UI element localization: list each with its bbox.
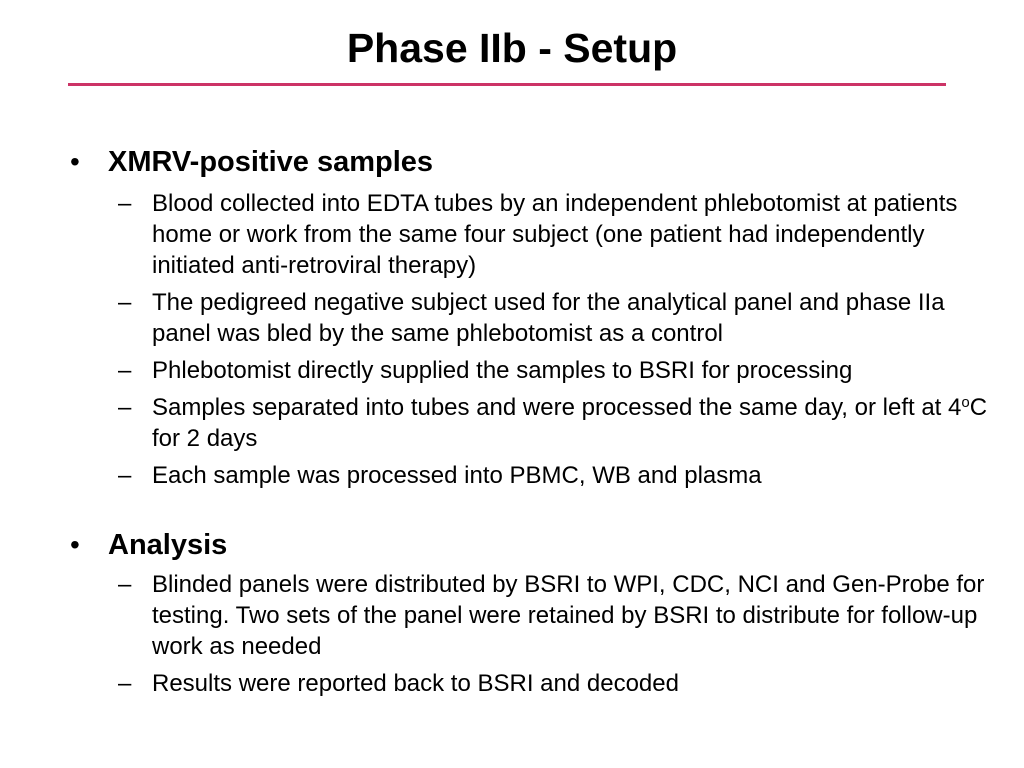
section-heading: XMRV-positive samples [108,146,434,178]
list-item-text-after: C for 2 days [152,394,988,452]
bullet-row: • Analysis [0,525,1024,565]
list-item-text: Blinded panels were distributed by BSRI … [152,571,985,660]
dash-icon: – [118,670,132,697]
list-item-text: Each sample was processed into PBMC, WB … [152,462,762,489]
section-xmrv-samples: • XMRV-positive samples – Blood collecte… [0,142,1024,497]
section-analysis: • Analysis – Blinded panels were distrib… [0,525,1024,705]
list-item: – The pedigreed negative subject used fo… [0,287,1024,349]
dash-icon: – [118,289,132,316]
list-item: – Phlebotomist directly supplied the sam… [0,355,1024,386]
sub-list: – Blood collected into EDTA tubes by an … [0,188,1024,491]
dash-icon: – [118,571,132,598]
list-item: – Each sample was processed into PBMC, W… [0,460,1024,491]
list-item-text: Phlebotomist directly supplied the sampl… [152,357,853,384]
list-item: – Blood collected into EDTA tubes by an … [0,188,1024,281]
slide-title: Phase IIb - Setup [346,25,678,71]
list-item-text: The pedigreed negative subject used for … [152,289,945,347]
sub-list: – Blinded panels were distributed by BSR… [0,569,1024,699]
dash-icon: – [118,462,132,489]
bullet-icon: • [70,529,80,560]
degree-superscript: o [961,394,970,411]
section-heading: Analysis [108,529,228,561]
bullet-icon: • [70,146,80,177]
dash-icon: – [118,357,132,384]
list-item-text: Blood collected into EDTA tubes by an in… [152,190,958,279]
title-divider [68,83,946,86]
list-item-text-before: Samples separated into tubes and were pr… [152,394,962,421]
dash-icon: – [118,190,132,217]
list-item-text: Results were reported back to BSRI and d… [152,670,679,697]
dash-icon: – [118,394,132,421]
list-item: – Samples separated into tubes and were … [0,392,1024,454]
bullet-row: • XMRV-positive samples [0,142,1024,182]
list-item: – Results were reported back to BSRI and… [0,668,1024,699]
list-item: – Blinded panels were distributed by BSR… [0,569,1024,662]
